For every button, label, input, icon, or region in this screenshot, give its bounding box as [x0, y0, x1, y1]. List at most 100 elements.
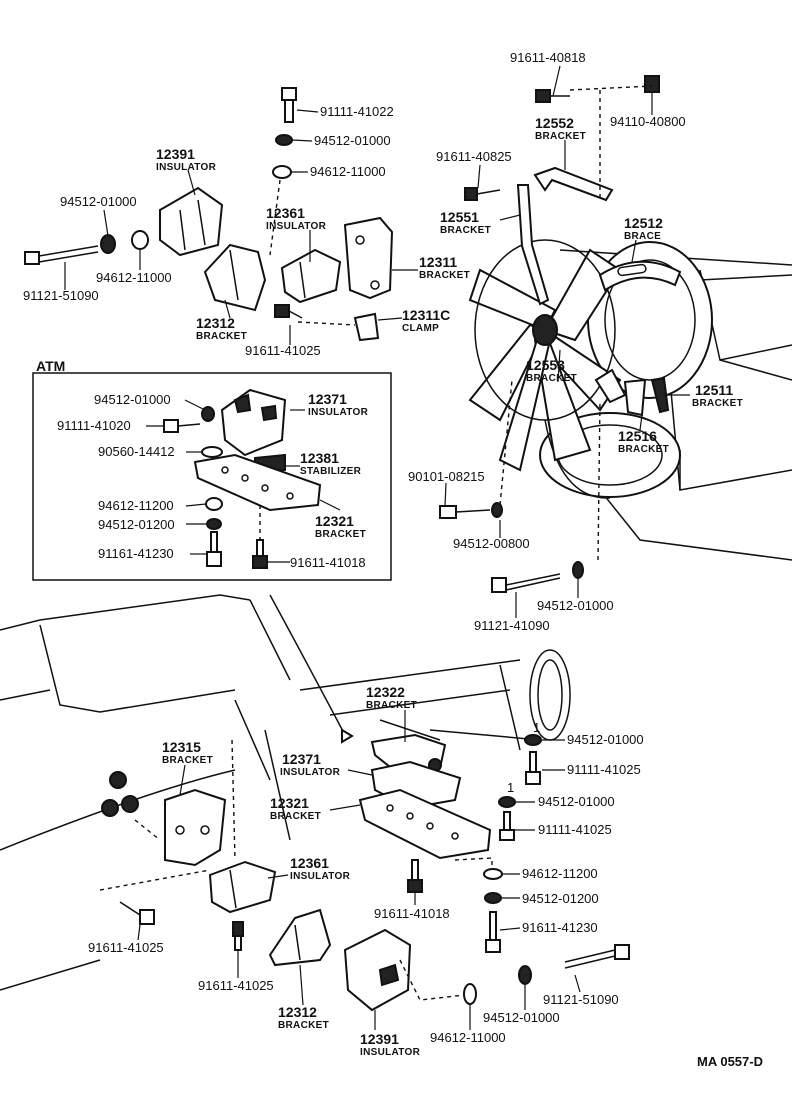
label-12311c: 12311C CLAMP — [402, 307, 450, 334]
svg-text:12511: 12511 — [695, 382, 733, 398]
bolt-91611-40825 — [464, 187, 501, 201]
bracket-12312-bottom — [268, 908, 332, 967]
washer-94512-01200 — [484, 892, 502, 904]
pn-94512-01000-f: 94512-01000 — [483, 1010, 560, 1025]
atm-pn-91161-41230: 91161-41230 — [98, 546, 174, 561]
svg-text:INSULATOR: INSULATOR — [280, 767, 341, 778]
svg-text:BRACKET: BRACKET — [419, 270, 470, 281]
insulator-12391-top — [159, 186, 224, 257]
svg-text:12312: 12312 — [278, 1004, 317, 1020]
bolt-91111-41025-b — [499, 811, 515, 841]
bracket-12551 — [516, 184, 550, 306]
bolt-91111-41022 — [281, 87, 297, 123]
label-12321-bottom: 12321 BRACKET — [270, 795, 321, 822]
svg-text:12553: 12553 — [526, 357, 565, 373]
pn-91111-41022: 91111-41022 — [320, 104, 394, 119]
nut-cluster — [101, 771, 139, 817]
bolt-91611-41025-a — [274, 304, 303, 319]
bolt-91121-51090-a — [24, 245, 99, 265]
pn-94110-40800: 94110-40800 — [610, 114, 686, 129]
bracket-12516 — [623, 378, 647, 417]
label-12361-bottom: 12361 INSULATOR — [290, 855, 350, 882]
label-12361-top: 12361 INSULATOR — [266, 205, 327, 232]
svg-text:STABILIZER: STABILIZER — [300, 466, 362, 477]
atm-pn-94512-01200: 94512-01200 — [98, 517, 175, 532]
svg-text:12552: 12552 — [535, 115, 574, 131]
bracket-12511 — [650, 376, 670, 414]
pn-94612-11000-b: 94612-11000 — [96, 270, 172, 285]
bracket-12553 — [594, 368, 627, 404]
nut-94612-11000-b — [131, 230, 149, 250]
pn-91121-51090-b: 91121-51090 — [543, 992, 619, 1007]
label-12322: 12322 BRACKET — [366, 684, 417, 711]
insulator-12391-bottom — [343, 928, 412, 1012]
bolt-90101-08215 — [439, 505, 491, 519]
bracket-12312-top — [203, 243, 267, 312]
transmission-outline — [0, 594, 571, 991]
svg-text:12391: 12391 — [360, 1031, 399, 1047]
insulator-12361-bottom — [208, 860, 277, 914]
clamp-12311c — [353, 312, 380, 342]
svg-text:BRACKET: BRACKET — [692, 398, 743, 409]
washer-94512-01000-b — [100, 234, 116, 254]
pn-91611-41230: 91611-41230 — [522, 920, 598, 935]
svg-text:12371: 12371 — [282, 751, 321, 767]
pn-91611-41025-a: 91611-41025 — [245, 343, 321, 358]
svg-text:BRACKET: BRACKET — [440, 225, 491, 236]
svg-text:INSULATOR: INSULATOR — [308, 407, 369, 418]
label-12312-bottom: 12312 BRACKET — [278, 1004, 329, 1031]
bolt-91611-41230 — [485, 911, 501, 953]
insulator-12361-top — [280, 248, 342, 304]
atm-box-label: ATM — [36, 358, 65, 374]
svg-text:INSULATOR: INSULATOR — [156, 162, 217, 173]
svg-text:12516: 12516 — [618, 428, 657, 444]
svg-text:12381: 12381 — [300, 450, 339, 466]
bracket-12315 — [164, 788, 227, 867]
bolt-91111-41025-a — [525, 751, 541, 785]
svg-text:12312: 12312 — [196, 315, 235, 331]
svg-text:INSULATOR: INSULATOR — [266, 221, 327, 232]
svg-text:12391: 12391 — [156, 146, 195, 162]
document-code: MA 0557-D — [697, 1054, 763, 1069]
atm-pn-94612-11200: 94612-11200 — [98, 498, 174, 513]
bracket-12552 — [533, 166, 614, 202]
svg-text:BRACKET: BRACKET — [278, 1020, 329, 1031]
bolt-91611-41018 — [407, 859, 423, 893]
svg-text:12361: 12361 — [266, 205, 305, 221]
pn-91121-51090-a: 91121-51090 — [23, 288, 99, 303]
svg-text:12321: 12321 — [270, 795, 309, 811]
pn-91111-41025-b: 91111-41025 — [538, 822, 612, 837]
svg-text:12322: 12322 — [366, 684, 405, 700]
svg-text:BRACKET: BRACKET — [270, 811, 321, 822]
washer-94512-01000-a — [275, 134, 293, 146]
pn-90101-08215: 90101-08215 — [408, 469, 485, 484]
pn-94612-11000-a: 94612-11000 — [310, 164, 386, 179]
label-12312-top: 12312 BRACKET — [196, 315, 247, 342]
svg-text:12361: 12361 — [290, 855, 329, 871]
washer-94512-01000-f — [518, 965, 532, 985]
label-12391-top: 12391 INSULATOR — [156, 146, 217, 173]
bracket-12321-bottom — [358, 788, 492, 860]
pn-94512-01000-b: 94512-01000 — [60, 194, 137, 209]
pn-94512-01000-e: 94512-01000 — [538, 794, 615, 809]
nut-94612-11000-a — [272, 165, 292, 179]
pn-91611-41025-b: 91611-41025 — [88, 940, 164, 955]
atm-bolt-91611-41018 — [252, 539, 268, 569]
ref-mark-a: 1 — [533, 720, 540, 735]
svg-text:CLAMP: CLAMP — [402, 323, 439, 334]
atm-pn-94512-01000: 94512-01000 — [94, 392, 171, 407]
svg-text:BRACE: BRACE — [624, 231, 661, 242]
atm-insulator-12371 — [220, 388, 287, 457]
svg-text:BRACKET: BRACKET — [535, 131, 586, 142]
label-12371-atm: 12371 INSULATOR — [308, 391, 369, 418]
svg-text:BRACKET: BRACKET — [618, 444, 669, 455]
atm-bracket-12321 — [193, 453, 322, 512]
label-12381: 12381 STABILIZER — [300, 450, 362, 477]
pn-91611-41018: 91611-41018 — [374, 906, 450, 921]
atm-pn-91111-41020: 91111-41020 — [57, 418, 131, 433]
atm-washer-90560-14412 — [201, 446, 223, 458]
bolt-91611-41025-b — [119, 901, 155, 925]
atm-washer-94512-01200 — [206, 518, 222, 530]
pn-91611-40825: 91611-40825 — [436, 149, 512, 164]
